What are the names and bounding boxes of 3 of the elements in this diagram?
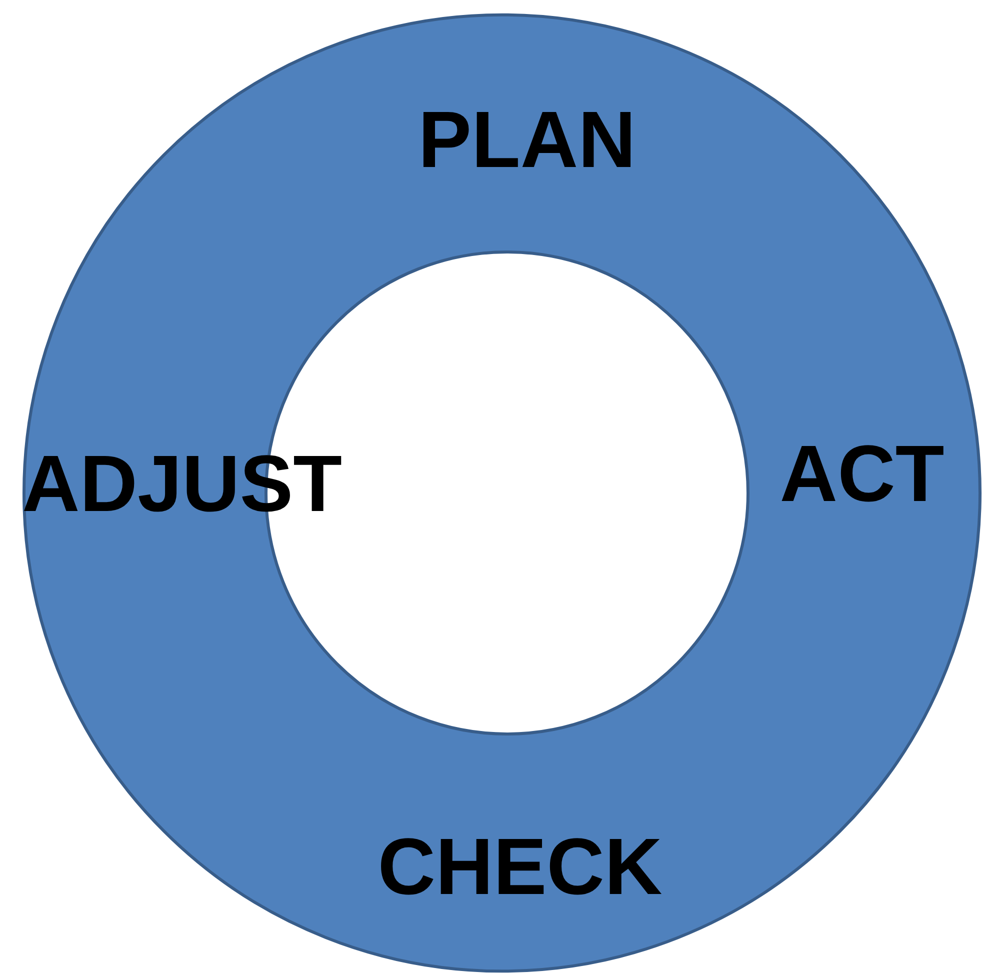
stage-label: PLAN <box>418 100 636 180</box>
stage-label: CHECK <box>378 827 662 907</box>
stage-label: ACT <box>780 434 944 514</box>
